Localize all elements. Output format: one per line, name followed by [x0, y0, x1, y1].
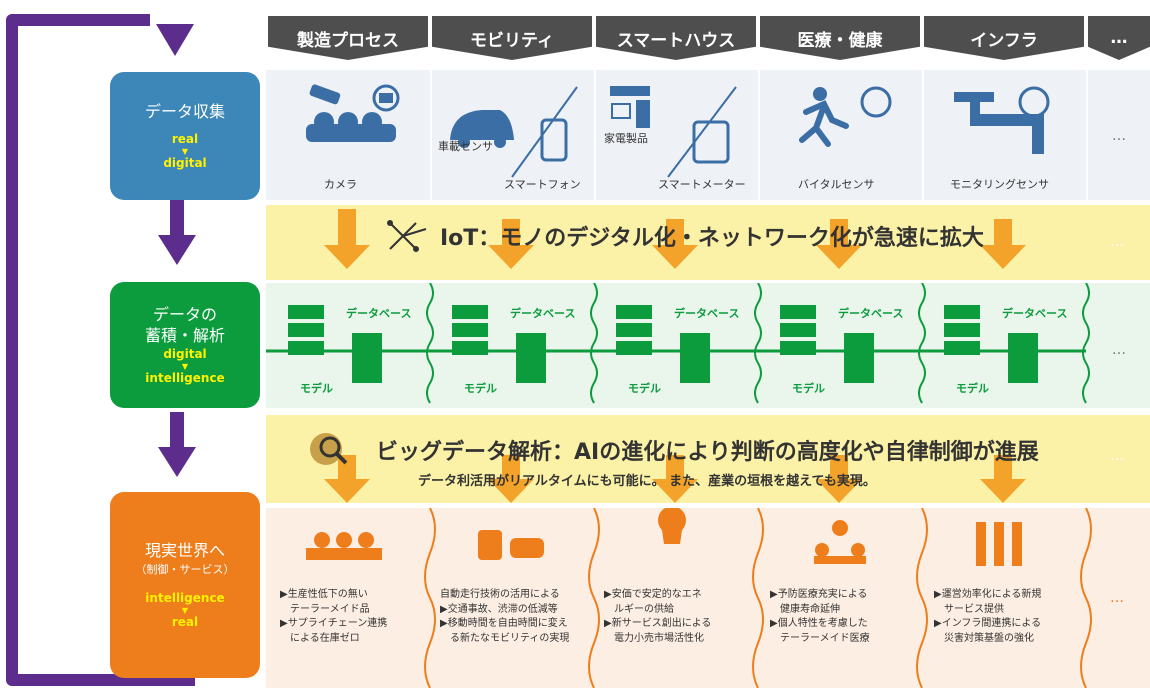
iot-band-title: IoT：モノのデジタル化・ネットワーク化が急速に拡大: [440, 226, 984, 251]
column-header-more: …: [1088, 16, 1150, 60]
sensor-cells: カメラ 車載センサ スマートフォン 家電製品 スマートメーター バイタルセンサ: [266, 70, 1150, 200]
stage-from: digital: [163, 347, 207, 361]
ellipsis: …: [1110, 590, 1124, 606]
effect-line: 電力小売市場活性化: [604, 632, 704, 644]
db-label: データベース: [838, 307, 904, 320]
stage-subtitle: （制御・サービス）: [135, 563, 235, 577]
effect-line: ▶生産性低下の無い: [280, 589, 368, 600]
ellipsis: …: [1112, 128, 1126, 144]
effect-line: ▶予防医療充実による: [770, 589, 868, 600]
model-label: モデル: [956, 382, 989, 395]
effect-line: ▶移動時間を自由時間に変え: [440, 618, 568, 629]
effect-line: ルギーの供給: [604, 603, 674, 615]
model-label: モデル: [300, 382, 333, 395]
stage-to: intelligence: [145, 370, 225, 385]
stage-title-line1: データの: [152, 304, 217, 324]
stage-title: 現実世界へ: [144, 540, 225, 560]
column-header-smarthouse: スマートハウス: [596, 16, 756, 60]
effect-line: サービス提供: [934, 603, 1004, 615]
column-header-medical: 医療・健康: [760, 16, 920, 60]
stage-real-world: 現実世界へ （制御・サービス） intelligence ▼ real: [110, 492, 260, 678]
effect-line: ▶個人特性を考慮した: [770, 618, 868, 629]
sensor-label-camera: カメラ: [324, 178, 357, 191]
appliance-meter-icon: [610, 86, 737, 178]
sensor-cell-infra: モニタリングセンサ: [924, 70, 1088, 200]
bigdata-band-subtitle: データ利活用がリアルタイムにも可能に。 また、産業の垣根を越えても実現。: [418, 474, 876, 489]
stage-title: データ収集: [144, 101, 225, 121]
db-label: データベース: [1002, 307, 1068, 320]
effects-row-graphics: [306, 508, 1092, 688]
runner-vital-icon: [799, 86, 892, 147]
model-label: モデル: [792, 382, 825, 395]
effect-line: 自動走行技術の活用による: [440, 589, 560, 600]
sensor-label-meter: スマートメーター: [658, 178, 746, 191]
db-label: データベース: [346, 307, 412, 320]
effect-medical: ▶予防医療充実による 健康寿命延伸 ▶個人特性を考慮した テーラーメイド医療: [770, 588, 920, 646]
effect-line: ▶インフラ間連携による: [934, 618, 1042, 629]
stage-arrow-icon: ▼: [181, 605, 189, 615]
stage-from: real: [171, 132, 199, 147]
effect-line: 健康寿命延伸: [770, 603, 840, 615]
column-header-mobility: モビリティ: [432, 16, 592, 60]
effect-line: ▶新サービス創出による: [604, 618, 712, 629]
effect-line: ▶サプライチェーン連携: [280, 618, 388, 629]
feedback-loop-arrow: [6, 14, 196, 686]
effect-line: テーラーメイド品: [280, 603, 370, 615]
db-label: データベース: [674, 307, 740, 320]
effect-line: ▶交通事故、渋滞の低減等: [440, 603, 558, 615]
sensor-label-vital: バイタルセンサ: [798, 178, 875, 191]
effect-line: ▶運営効率化による新規: [934, 589, 1042, 600]
stage-to: real: [171, 614, 199, 629]
effect-line: 災害対策基盤の強化: [934, 632, 1034, 644]
effect-line: による在庫ゼロ: [280, 632, 360, 644]
sensor-cell-mobility: 車載センサ スマートフォン: [432, 70, 596, 200]
pipe-monitor-icon: [954, 86, 1050, 154]
stage-to: digital: [163, 155, 207, 170]
car-phone-icon: [450, 86, 578, 178]
sensor-cell-medical: バイタルセンサ: [760, 70, 924, 200]
stage-data-analysis: データの 蓄積・解析 digital ▼ intelligence: [110, 282, 260, 408]
stage-arrow-icon: ▼: [181, 361, 189, 371]
sensor-row: [266, 70, 1150, 200]
sensor-label-car: 車載センサ: [438, 140, 493, 153]
stage-data-collection: データ収集 real ▼ digital: [110, 72, 260, 200]
camera-conveyor-icon: [306, 84, 400, 142]
ellipsis: …: [1110, 448, 1124, 464]
ellipsis: …: [1110, 234, 1124, 250]
sensor-label-appliance: 家電製品: [604, 132, 648, 145]
bigdata-band-arrows: [310, 433, 1026, 503]
stage-from: intelligence: [145, 591, 225, 606]
stage-title-line2: 蓄積・解析: [144, 326, 225, 346]
effect-smarthouse: ▶安価で安定的なエネ ルギーの供給 ▶新サービス創出による 電力小売市場活性化: [604, 588, 754, 646]
effect-manufacturing: ▶生産性低下の無い テーラーメイド品 ▶サプライチェーン連携 による在庫ゼロ: [280, 588, 430, 646]
effect-infra: ▶運営効率化による新規 サービス提供 ▶インフラ間連携による 災害対策基盤の強化: [934, 588, 1084, 646]
effect-line: ▶安価で安定的なエネ: [604, 589, 702, 600]
column-header-manufacturing: 製造プロセス: [268, 16, 428, 60]
model-label: モデル: [628, 382, 661, 395]
iot-band-arrows: [324, 209, 1026, 269]
sensor-cell-manufacturing: カメラ: [266, 70, 432, 200]
sensor-cell-smarthouse: 家電製品 スマートメーター: [596, 70, 760, 200]
effect-mobility: 自動走行技術の活用による ▶交通事故、渋滞の低減等 ▶移動時間を自由時間に変え …: [440, 588, 600, 646]
effect-line: テーラーメイド医療: [770, 632, 870, 644]
sensor-label-monitor: モニタリングセンサ: [950, 178, 1049, 191]
db-label: データベース: [510, 307, 576, 320]
bigdata-band-title: ビッグデータ解析：AIの進化により判断の高度化や自律制御が進展: [376, 440, 1039, 465]
database-row-graphics: [266, 283, 1090, 404]
model-label: モデル: [464, 382, 497, 395]
sensor-cell-more: …: [1088, 70, 1150, 200]
effect-line: る新たなモビリティの実現: [440, 632, 570, 644]
sensor-label-phone: スマートフォン: [504, 178, 581, 191]
ellipsis: …: [1112, 342, 1126, 358]
column-header-infra: インフラ: [924, 16, 1084, 60]
stage-arrow-icon: ▼: [181, 146, 189, 156]
